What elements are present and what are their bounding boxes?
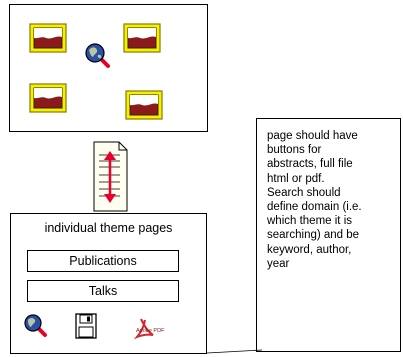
theme-overview-panel bbox=[9, 4, 208, 132]
note-text: page should have buttons for abstracts, … bbox=[267, 130, 362, 270]
theme-page-icons: Adobe PDF bbox=[24, 313, 165, 340]
panel-title: individual theme pages bbox=[44, 221, 173, 235]
annotation-note: page should have buttons for abstracts, … bbox=[256, 118, 401, 352]
theme-page-panel: individual theme pages Publications Talk… bbox=[10, 213, 207, 354]
adobe-pdf-icon[interactable]: Adobe PDF bbox=[133, 318, 165, 340]
publications-button[interactable]: Publications bbox=[27, 250, 179, 272]
document-with-arrows-icon bbox=[93, 141, 128, 212]
search-icon[interactable] bbox=[24, 314, 47, 337]
talks-button[interactable]: Talks bbox=[27, 280, 179, 302]
callout-line bbox=[206, 349, 263, 354]
floppy-disk-icon[interactable] bbox=[75, 313, 97, 339]
pdf-logo-text: Adobe PDF bbox=[136, 328, 165, 334]
